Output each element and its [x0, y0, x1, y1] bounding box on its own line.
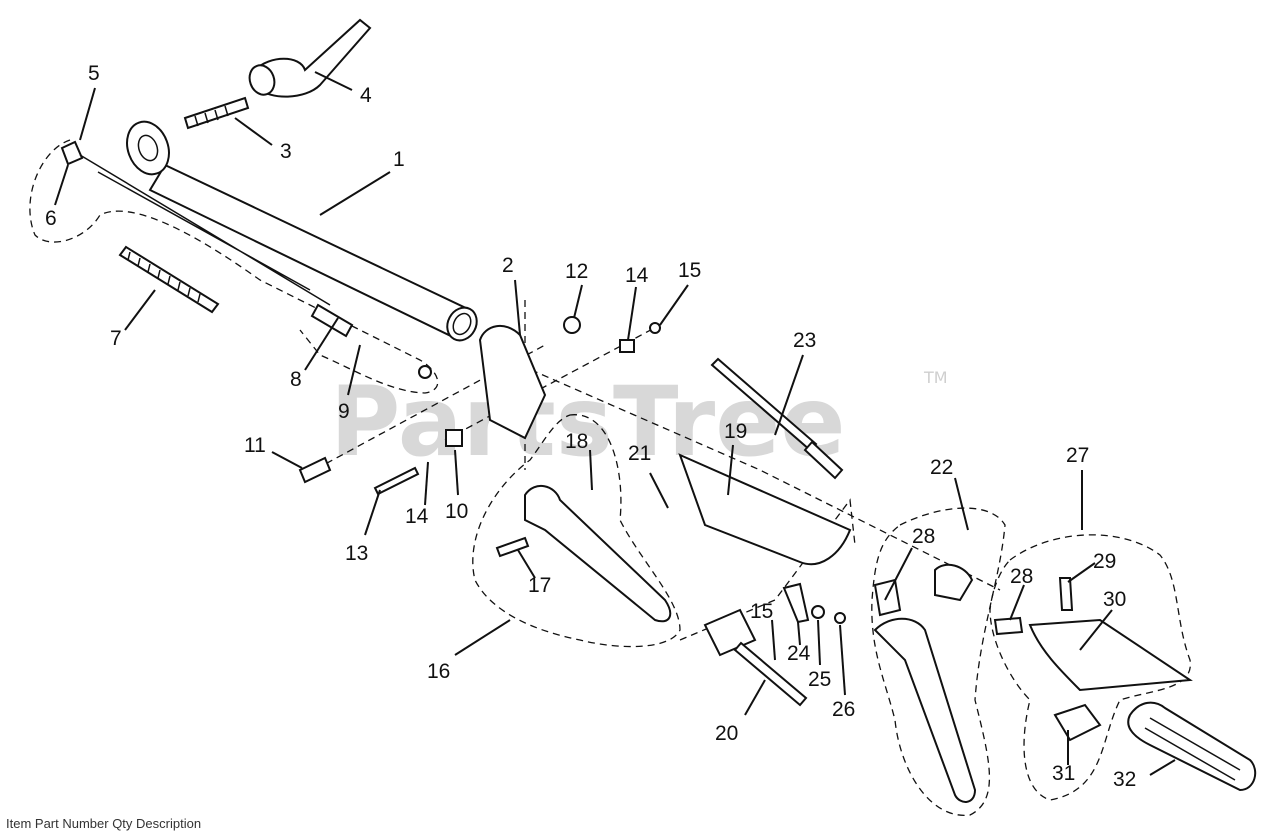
cable-clip: [60, 140, 84, 166]
label-12: 12: [565, 260, 588, 283]
alignment-line-a: [304, 344, 546, 476]
screw-29: [1058, 577, 1074, 611]
watermark: PartsTree: [330, 366, 845, 478]
main-tube: [148, 163, 478, 342]
label-11: 11: [244, 434, 266, 457]
label-15b: 15: [750, 600, 773, 623]
spacer-14: [619, 339, 635, 353]
lever-assembly-outline: [472, 414, 681, 648]
label-21: 21: [628, 442, 651, 465]
control-assembly-outline: [989, 534, 1191, 801]
alignment-line-c: [519, 364, 1001, 591]
label-25: 25: [808, 668, 831, 691]
label-9: 9: [338, 400, 350, 423]
alignment-line-b: [444, 324, 661, 441]
brake-lever: [524, 485, 672, 623]
label-17: 17: [528, 574, 551, 597]
label-30: 30: [1103, 588, 1126, 611]
control-cable: [79, 154, 331, 306]
label-22: 22: [930, 456, 953, 479]
control-rod: [710, 357, 818, 452]
label-27: 27: [1066, 444, 1089, 467]
label-20: 20: [715, 722, 738, 745]
label-7: 7: [110, 327, 122, 350]
threaded-shaft: [183, 96, 250, 130]
label-26: 26: [832, 698, 855, 721]
end-knob: [126, 120, 170, 176]
label-28b: 28: [1010, 565, 1033, 588]
rod-fitting: [803, 440, 844, 480]
label-16: 16: [427, 660, 450, 683]
washer-26: [834, 612, 846, 624]
pivot-bracket: [478, 325, 547, 440]
label-15a: 15: [678, 259, 701, 282]
bushing-10: [445, 429, 463, 447]
label-14a: 14: [625, 264, 649, 287]
cable-end: [418, 365, 432, 379]
bracket-31: [1053, 703, 1102, 742]
nut-25: [811, 605, 825, 619]
handle-assembly-outline: [871, 507, 1006, 816]
clamp-28: [873, 578, 902, 617]
label-24: 24: [787, 642, 811, 665]
cover-plate: [678, 453, 852, 566]
spring: [118, 245, 220, 314]
throttle-lever: [1028, 618, 1193, 692]
trademark: TM: [923, 368, 948, 387]
handle-grip: [1127, 701, 1257, 792]
label-5: 5: [88, 62, 100, 85]
leader-lines: [54, 71, 1176, 776]
label-19: 19: [724, 420, 747, 443]
bolt-11: [298, 456, 332, 484]
label-8: 8: [290, 368, 302, 391]
clamp-block: [934, 563, 974, 602]
tension-spring: [733, 641, 808, 707]
label-32: 32: [1113, 768, 1136, 791]
table-header-caption: Item Part Number Qty Description: [6, 816, 201, 831]
label-6: 6: [45, 207, 57, 230]
cable-assembly-outline: [29, 139, 439, 394]
part-labels: 1 2 3 4 5 6 7 8 9 10 11 12 13 14 14 15 1…: [45, 62, 1136, 791]
handle-lever: [873, 617, 977, 803]
upper-handle: [248, 18, 372, 98]
label-14b: 14: [405, 505, 429, 528]
label-29: 29: [1093, 550, 1116, 573]
label-4: 4: [360, 84, 372, 107]
pin-17: [495, 536, 530, 558]
label-31: 31: [1052, 762, 1075, 785]
label-23: 23: [793, 329, 816, 352]
label-28a: 28: [912, 525, 935, 548]
fitting-28b: [993, 616, 1024, 636]
label-1: 1: [393, 148, 405, 171]
screw-13: [373, 466, 420, 496]
label-2: 2: [502, 254, 514, 277]
bolt-24: [782, 582, 810, 624]
label-13: 13: [345, 542, 368, 565]
cable-adjuster: [310, 303, 354, 338]
nut-12: [563, 316, 581, 334]
label-3: 3: [280, 140, 292, 163]
nut-15: [649, 322, 661, 334]
label-18: 18: [565, 430, 588, 453]
label-10: 10: [445, 500, 468, 523]
